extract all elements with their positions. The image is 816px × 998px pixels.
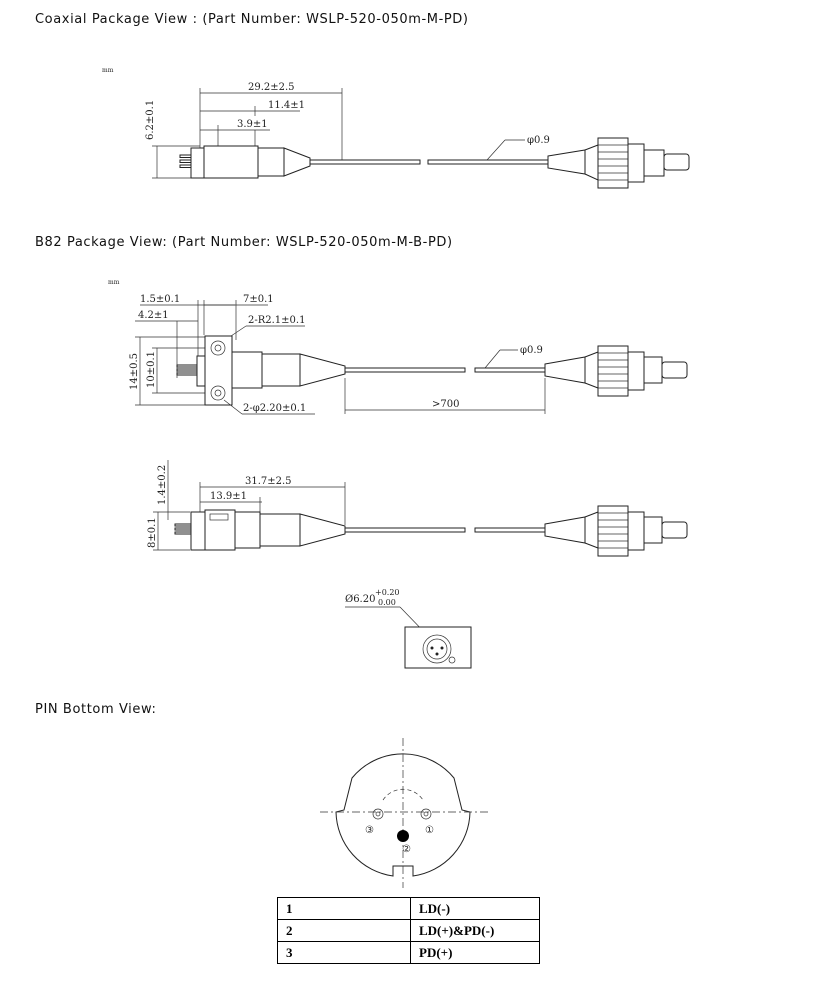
dim-hole-pitch: 10±0.1 — [146, 351, 157, 388]
pin-function: LD(-) — [410, 897, 540, 920]
b82-drawing: mm 1.5±0.1 7±0.1 4.2±1 2-R2.1±0.1 14±0.5… — [108, 279, 688, 415]
unit-label: mm — [108, 279, 120, 286]
coaxial-heading: Coaxial Package View : (Part Number: WSL… — [35, 12, 469, 27]
pin-label-3: ③ — [365, 825, 374, 836]
dim-fiber-length: >700 — [432, 399, 459, 410]
dim-holes: 2-φ2.20±0.1 — [243, 403, 306, 414]
dim-short: 3.9±1 — [237, 119, 268, 130]
unit-label: mm — [102, 67, 114, 74]
dim-overall: 29.2±2.5 — [248, 82, 295, 93]
pin-function: PD(+) — [410, 941, 540, 964]
pin-number: 3 — [277, 941, 411, 964]
dim-flange-thickness: 1.5±0.1 — [140, 294, 180, 305]
pin-number: 2 — [277, 919, 411, 942]
dim-offset: 1.4±0.2 — [157, 465, 168, 505]
end-tol-minus: 0.00 — [378, 598, 396, 607]
end-diameter: Ø6.20 — [345, 594, 375, 605]
coaxial-drawing: mm 29.2±2.5 11.4±1 3.9±1 6.2±0.1 φ0.9 — [102, 67, 690, 189]
end-view: Ø6.20 +0.20 0.00 — [345, 588, 472, 669]
pin-label-2: ② — [402, 844, 411, 855]
dim-mid: 13.9±1 — [210, 491, 247, 502]
b82-heading: B82 Package View: (Part Number: WSLP-520… — [35, 235, 453, 250]
side-drawing: 1.4±0.2 31.7±2.5 13.9±1 8±0.1 — [147, 460, 688, 557]
dim-mid: 11.4±1 — [268, 100, 305, 111]
pin-heading: PIN Bottom View: — [35, 702, 157, 717]
pin-number: 1 — [277, 897, 411, 920]
pin-function: LD(+)&PD(-) — [410, 919, 540, 942]
fiber-label: φ0.9 — [527, 135, 550, 146]
dim-body: 7±0.1 — [243, 294, 274, 305]
end-tol-plus: +0.20 — [375, 588, 400, 597]
dim-overall: 31.7±2.5 — [245, 476, 292, 487]
dim-height: 14±0.5 — [129, 353, 140, 390]
dim-radius: 2-R2.1±0.1 — [248, 315, 305, 326]
dim-height: 8±0.1 — [147, 517, 158, 548]
dim-pin-length: 4.2±1 — [138, 310, 169, 321]
fiber-label: φ0.9 — [520, 345, 543, 356]
dim-diameter: 6.2±0.1 — [145, 100, 156, 140]
pin-bottom-view: ③ ① ② — [320, 738, 488, 888]
pin-label-1: ① — [425, 825, 434, 836]
